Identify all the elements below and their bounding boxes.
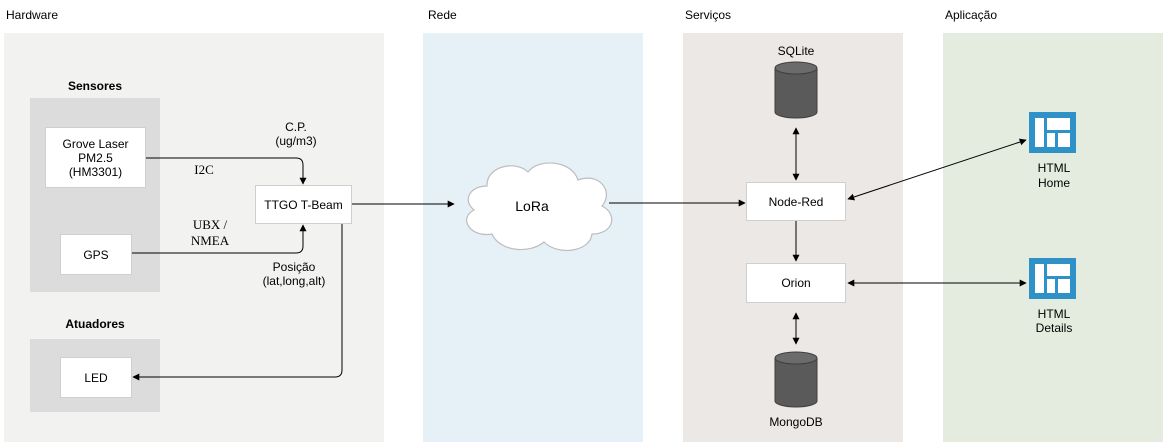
lora-label: LoRa (515, 198, 549, 214)
lane-aplicacao (943, 33, 1163, 442)
html-home-icon[interactable]: HTML Home (1029, 112, 1076, 190)
group-title-sensores: Sensores (67, 79, 123, 93)
node-orion[interactable]: Orion (746, 263, 846, 303)
sqlite-label: SQLite (778, 44, 815, 58)
edge-nodered-htmlhome (847, 138, 1027, 201)
label-cp: C.P. (ug/m3) (275, 120, 317, 148)
node-node-red[interactable]: Node-Red (746, 182, 846, 221)
html-home-label-2: Home (1038, 176, 1070, 190)
lane-title-hardware: Hardware (6, 8, 59, 22)
mongodb-label: MongoDB (769, 415, 822, 429)
cloud-lora[interactable]: LoRa (466, 162, 613, 251)
lane-title-rede: Rede (428, 8, 457, 22)
lane-title-servicos: Serviços (685, 8, 732, 22)
label-posicao: Posição (lat,long,alt) (262, 260, 326, 288)
node-gps[interactable]: GPS (60, 234, 132, 275)
html-home-label-1: HTML (1038, 161, 1071, 175)
html-details-label-1: HTML (1038, 307, 1071, 321)
database-mongodb-icon[interactable]: MongoDB (769, 351, 823, 429)
lane-title-aplicacao: Aplicação (945, 8, 998, 22)
label-i2c: I2C (194, 162, 214, 177)
database-sqlite-icon[interactable]: SQLite (774, 44, 818, 119)
edge-gps-ttgo (132, 224, 307, 254)
label-ubx-nmea: UBX / NMEA (190, 217, 230, 248)
html-details-icon[interactable]: HTML Details (1029, 258, 1076, 335)
edge-ttgo-led (132, 224, 343, 381)
edge-grove-ttgo (146, 157, 307, 185)
group-title-atuadores: Atuadores (65, 317, 125, 331)
node-led[interactable]: LED (60, 357, 132, 398)
html-details-label-2: Details (1036, 321, 1073, 335)
node-ttgo-tbeam[interactable]: TTGO T-Beam (255, 185, 352, 224)
node-grove-laser[interactable]: Grove Laser PM2.5 (HM3301) (45, 127, 146, 188)
